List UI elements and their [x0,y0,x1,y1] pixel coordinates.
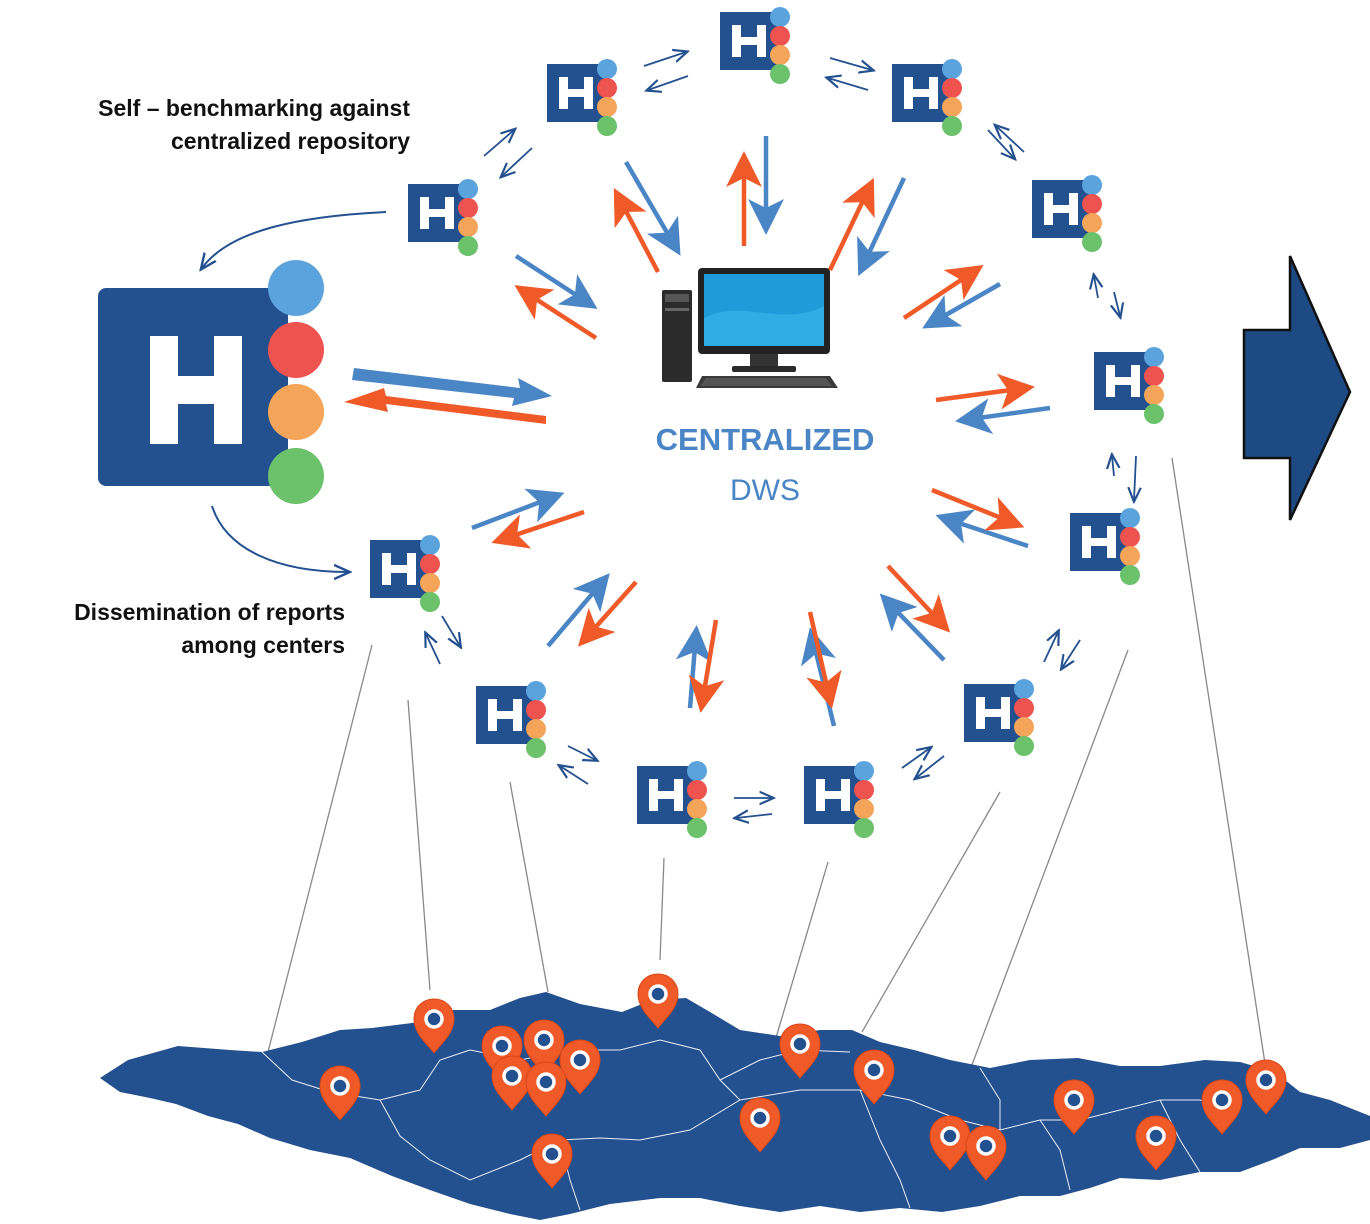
location-pin-icon [319,1065,361,1121]
arrow-to-center [546,573,610,648]
location-pin-icon [1245,1059,1287,1115]
arrow-from-center [935,373,1035,410]
peer-exchange-arrow [560,766,589,785]
location-pin-icon [929,1115,971,1171]
location-pin-icon [1135,1115,1177,1171]
hospital-icon [1032,175,1102,252]
peer-exchange-arrow [829,57,872,70]
arrow-to-center [624,160,681,256]
peer-exchange-arrow [483,130,514,157]
location-pin-icon [1053,1079,1095,1135]
right-arrow-icon [1242,255,1352,521]
arrow-to-center [922,282,1002,329]
hospital-icon [804,761,874,838]
arrow-to-center [471,488,565,531]
peer-exchange-arrow [736,814,773,818]
arrow-to-center [935,509,1029,549]
peer-exchange-arrow [1094,276,1098,299]
connector-lines [267,457,1267,1111]
hospital-icon [964,679,1034,756]
dissemination-label: Dissemination of reports among centers [0,596,345,662]
location-pin-icon [779,1023,821,1079]
peer-exchange-arrow [987,129,1014,158]
peer-exchange-arrow [502,147,533,176]
main-hospital-icon [98,260,324,504]
peer-exchange-arrow [1062,639,1081,668]
arrow-from-center [827,177,875,271]
arrow-to-center [800,627,837,727]
arrow-from-center [688,619,725,713]
dissemination-label-line2: among centers [181,632,345,658]
peer-arrows [426,52,1136,818]
peer-exchange-arrow [648,75,689,90]
arrow-from-center [806,611,842,709]
arrow-from-center [514,285,598,340]
hospital-icon [637,761,707,838]
location-pin-icon [413,998,455,1054]
peer-exchange-arrow [828,78,869,91]
hospital-icon [720,7,790,84]
hospital-icon [1070,508,1140,585]
location-pin-icon [637,973,679,1029]
hospital-icon [408,179,478,256]
arrow-to-center [857,177,907,277]
peer-exchange-arrow [1043,632,1058,663]
peer-exchange-arrow [441,615,460,646]
benchmark-label-line2: centralized repository [170,128,410,154]
hospital-icon [370,535,440,612]
location-pin-icon [491,1055,533,1111]
arrow-to-center [675,625,712,709]
arrow-from-center [613,188,660,274]
main-exchange-arrows [344,368,552,424]
hospital-icon [547,59,617,136]
peer-exchange-arrow [916,755,945,778]
hospital-icon [892,59,962,136]
benchmark-label-line1: Self – benchmarking against [98,95,410,121]
dissemination-label-line1: Dissemination of reports [74,599,345,625]
arrow-from-center [577,580,638,647]
location-pin-icon [739,1097,781,1153]
hospital-icon [476,681,546,758]
location-pin-icon [965,1125,1007,1181]
arrow-to-center [955,398,1051,435]
peer-exchange-arrow [426,634,441,665]
arrow-from-center [931,487,1025,531]
desktop-computer-icon [662,268,838,388]
annotation-arrows [202,211,387,572]
peer-exchange-arrow [996,126,1025,153]
location-pin-icon [1201,1079,1243,1135]
peer-exchange-arrow [1134,455,1136,500]
location-pin-icon [523,1019,565,1075]
center-subtitle: DWS [730,474,800,507]
center-title: CENTRALIZED [655,422,875,457]
location-pins [319,973,1287,1189]
arrow-from-center [886,564,951,633]
location-pin-icon [853,1049,895,1105]
arrow-to-center [514,254,598,309]
peer-exchange-arrow [1114,291,1120,316]
hospital-icon [1094,347,1164,424]
peer-exchange-arrow [1112,456,1114,477]
peer-exchange-arrow [901,748,930,769]
hub-arrows [471,136,1051,727]
benchmark-label: Self – benchmarking against centralized … [20,92,410,158]
location-pin-icon [525,1061,567,1117]
peer-exchange-arrow [643,52,686,67]
location-pin-icon [531,1133,573,1189]
arrow-from-center [491,509,585,549]
arrow-from-center [902,265,984,320]
country-map [100,992,1370,1220]
peer-exchange-arrow [567,745,596,760]
arrow-to-center [879,593,946,662]
